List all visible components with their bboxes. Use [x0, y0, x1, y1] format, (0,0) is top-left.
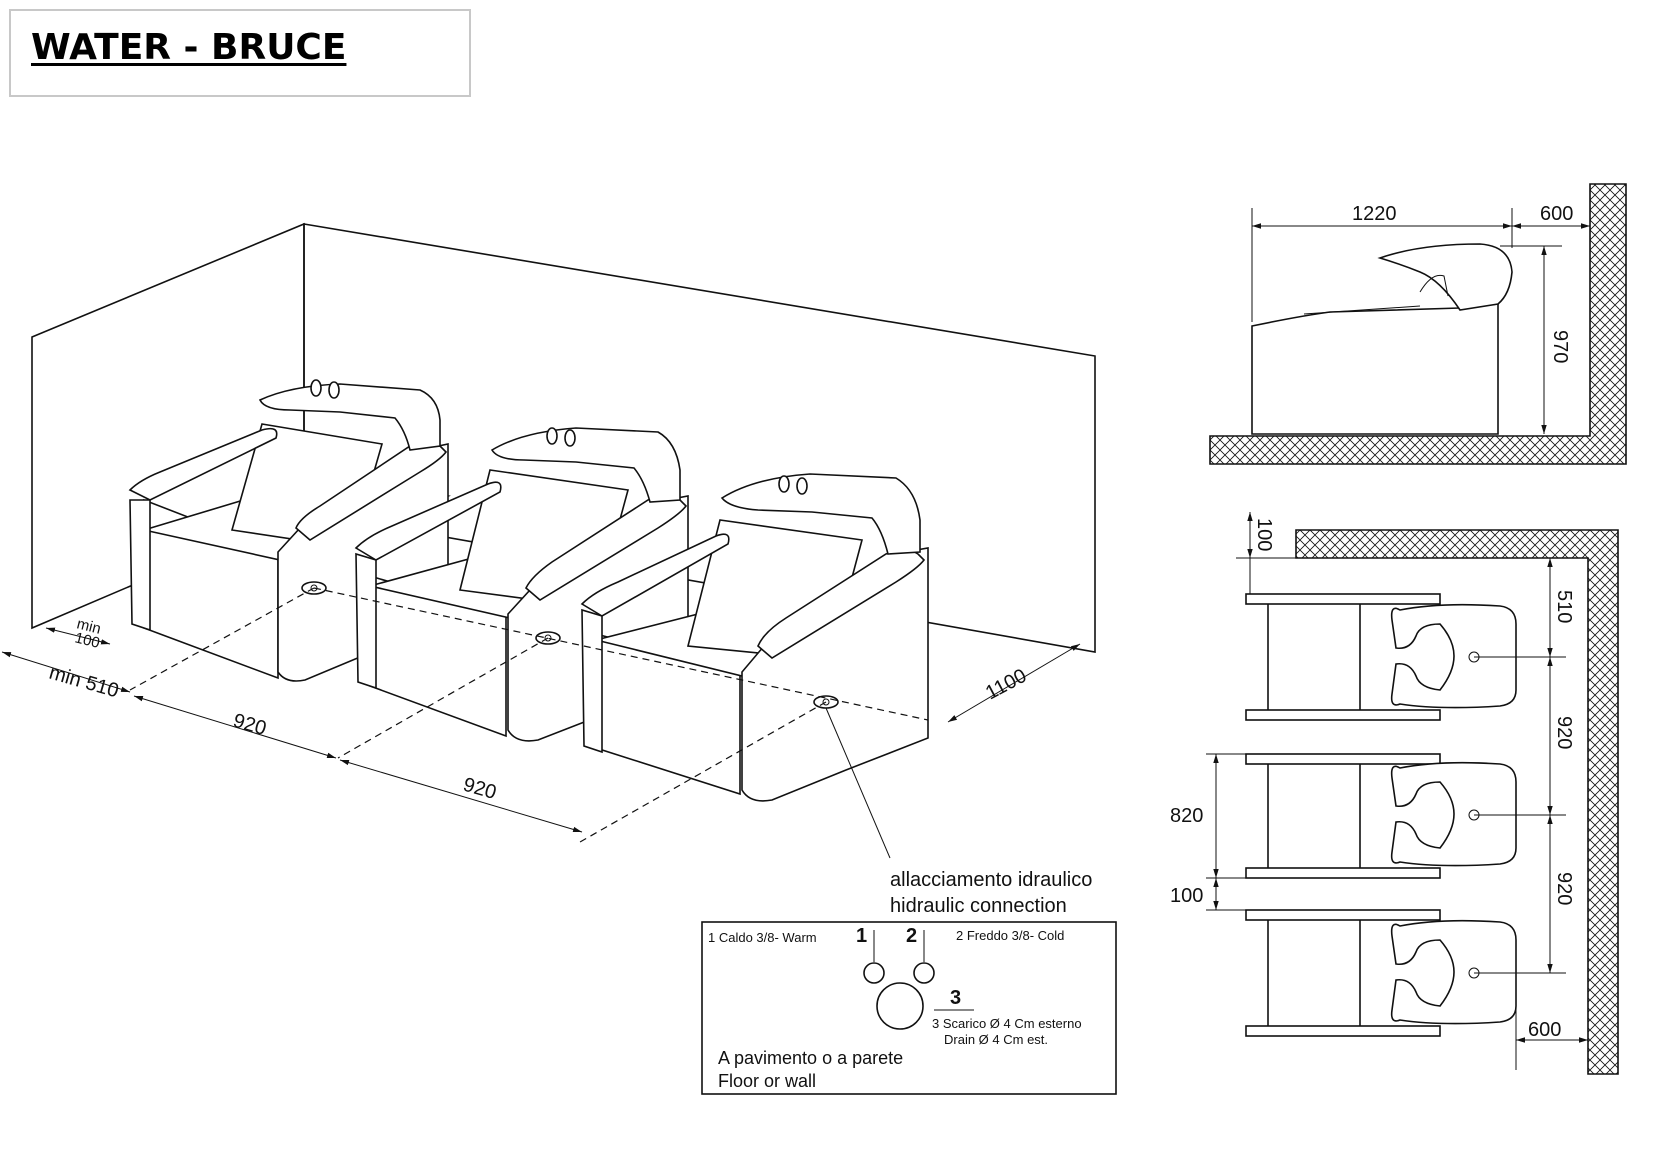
side-view: 1220 600 970 [1209, 183, 1627, 465]
plan-dim-spacing-a: 920 [1553, 716, 1575, 749]
callout-line-2: hidraulic connection [890, 895, 1067, 917]
dim-min510: min 510 [47, 662, 121, 703]
chair-3 [580, 473, 929, 802]
plan-unit-1 [1245, 593, 1566, 721]
dim-spacing-b: 920 [461, 774, 499, 804]
drain-icon [876, 982, 924, 1030]
legend-num-1: 1 [856, 925, 867, 947]
legend-item-3-line-2: Drain Ø 4 Cm est. [944, 1032, 1048, 1047]
dim-depth: 1100 [982, 665, 1030, 705]
legend-item-3-line-1: 3 Scarico Ø 4 Cm esterno [932, 1016, 1082, 1031]
side-dim-length: 1220 [1352, 203, 1397, 225]
cold-pipe-icon [913, 962, 935, 984]
plan-dim-wall-offset: 100 [1253, 518, 1275, 551]
legend-num-2: 2 [906, 925, 917, 947]
service-lines [129, 587, 929, 843]
side-chair-body [1251, 303, 1499, 435]
perspective-view: min 100 min 510 920 920 1100 allacciamen… [1, 222, 1096, 917]
legend-footer-1: A pavimento o a parete [718, 1048, 903, 1068]
title-box: WATER - BRUCE [9, 9, 471, 97]
legend-num-3: 3 [950, 987, 961, 1009]
warm-pipe-icon [863, 962, 885, 984]
legend-footer-2: Floor or wall [718, 1071, 816, 1091]
page-title: WATER - BRUCE [31, 27, 347, 68]
callout-line-1: allacciamento idraulico [890, 869, 1092, 891]
dim-min-label: min [75, 615, 103, 637]
side-dim-height: 970 [1549, 330, 1571, 363]
side-floor-wall-hatch [1209, 183, 1627, 465]
plan-dim-first-center: 510 [1553, 590, 1575, 623]
chair-2 [354, 427, 689, 742]
plan-dim-wall-gap: 600 [1528, 1019, 1561, 1041]
legend-item-2: 2 Freddo 3/8- Cold [956, 928, 1064, 943]
callout-leader [825, 707, 891, 859]
dim-spacing-a: 920 [231, 710, 269, 740]
plan-dim-gap: 100 [1170, 885, 1203, 907]
plan-dim-unit-width: 820 [1170, 805, 1203, 827]
legend-box: 1 Caldo 3/8- Warm 1 2 2 Freddo 3/8- Cold… [701, 921, 1117, 1095]
side-basin [1377, 243, 1513, 311]
plan-unit-2 [1245, 753, 1566, 879]
plan-dimensions: 100 510 920 920 820 100 600 [1170, 512, 1588, 1070]
dim-min100-value: 100 [73, 629, 101, 652]
plan-view: 100 510 920 920 820 100 600 [1170, 512, 1619, 1075]
plan-unit-3 [1245, 909, 1566, 1037]
legend-item-1: 1 Caldo 3/8- Warm [708, 930, 817, 945]
side-dim-wall-gap: 600 [1540, 203, 1573, 225]
plan-dim-spacing-b: 920 [1553, 872, 1575, 905]
